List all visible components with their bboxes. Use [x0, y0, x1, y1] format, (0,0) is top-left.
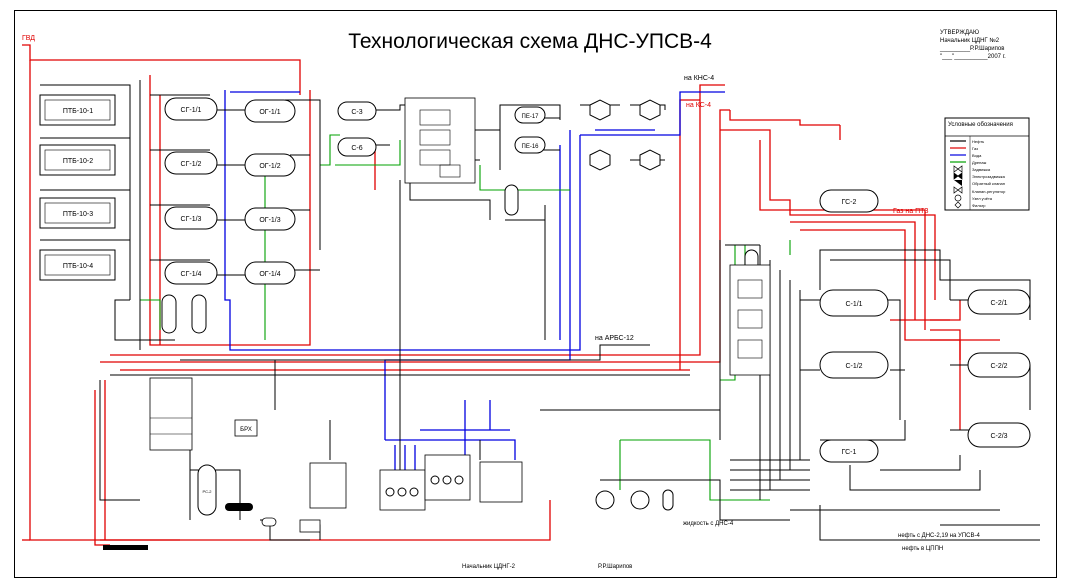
flow-to-kc: на КС-4 [686, 102, 711, 109]
inlet-label: ГВД [22, 35, 35, 42]
legend-item-control-valve: Клапан-регулятор [972, 189, 1006, 194]
svg-text:ПЕ-16: ПЕ-16 [522, 144, 540, 150]
separator-sg-1-2[interactable]: СГ-1/2 [164, 151, 218, 175]
svg-text:С-2/1: С-2/1 [990, 300, 1007, 307]
svg-text:С-2/2: С-2/2 [990, 363, 1007, 370]
heater-ptb-2[interactable]: ПТБ-10-2 [39, 144, 116, 176]
separator-sg-1-4[interactable]: СГ-1/4 [164, 261, 218, 285]
separator-og-group: ОГ-1/1 ОГ-1/2 ОГ-1/3 ОГ-1/4 [244, 99, 296, 285]
page-title: Технологическая схема ДНС-УПСВ-4 [348, 30, 712, 53]
vertical-vessels [161, 184, 759, 334]
brx-label: БРХ [240, 427, 252, 433]
gate-valve-icon [953, 165, 963, 173]
tank-pe-17[interactable]: ПЕ-17 [514, 106, 546, 124]
separator-c-1-2[interactable]: С-1/2 [819, 351, 889, 379]
legend-item-meter: Узел учёта [972, 196, 993, 201]
flow-oil-dns: нефть с ДНС-2,19 на УПСВ-4 [898, 533, 981, 539]
svg-text:ОГ-1/3: ОГ-1/3 [259, 217, 280, 224]
pump-cluster [589, 99, 661, 171]
svg-text:РС-2: РС-2 [202, 489, 212, 494]
legend-item-valve: Задвижка [972, 167, 991, 172]
approval-line-4: "___"__________2007 г. [940, 54, 1006, 60]
flow-to-knc: на КНС-4 [684, 75, 714, 82]
flow-gas-ptz: Газ на ПТЗ [893, 208, 929, 215]
gas-separator-gs-2[interactable]: ГС-2 [819, 189, 879, 213]
drain-tank [225, 503, 253, 511]
small-tank [261, 517, 277, 527]
legend-item-filter: Фильтр [972, 203, 986, 208]
heater-ptb-1[interactable]: ПТБ-10-1 [39, 94, 116, 126]
footer-name: Р.Р.Шарипов [598, 564, 632, 570]
heater-ptb-3[interactable]: ПТБ-10-3 [39, 197, 116, 229]
separator-c-6[interactable]: С-6 [337, 137, 377, 157]
footer-position: Начальник ЦДНГ-2 [462, 564, 516, 570]
separator-c-1-1[interactable]: С-1/1 [819, 289, 889, 317]
svg-text:ОГ-1/2: ОГ-1/2 [259, 163, 280, 170]
flow-oil-cpn: нефть в ЦППН [902, 546, 943, 552]
lower-left-buildings [149, 377, 347, 533]
separator-og-1-3[interactable]: ОГ-1/3 [244, 207, 296, 231]
separator-sg-1-3[interactable]: СГ-1/3 [164, 206, 218, 230]
svg-text:ПЕ-17: ПЕ-17 [522, 114, 540, 120]
svg-text:СГ-1/2: СГ-1/2 [181, 161, 202, 168]
heater-ptb-4[interactable]: ПТБ-10-4 [39, 249, 116, 281]
svg-text:ПТБ-10-3: ПТБ-10-3 [63, 211, 93, 218]
approval-line-2: Начальник ЦДНГ №2 [940, 37, 1000, 44]
approval-line-3: _________Р.Р.Шарипов [939, 46, 1004, 52]
separator-sg-1-1[interactable]: СГ-1/1 [164, 97, 218, 121]
svg-text:С-6: С-6 [351, 145, 362, 152]
separator-og-1-1[interactable]: ОГ-1/1 [244, 99, 296, 123]
heater-group: ПТБ-10-1 ПТБ-10-2 ПТБ-10-3 ПТБ-10-4 [39, 94, 116, 281]
svg-text:ГС-2: ГС-2 [842, 199, 857, 206]
filter-icon [954, 201, 962, 209]
separator-c-2-1[interactable]: С-2/1 [967, 289, 1031, 315]
electric-valve-icon [953, 172, 963, 180]
legend-item-water: Вода [972, 153, 982, 158]
separator-sg-group: СГ-1/1 СГ-1/2 СГ-1/3 СГ-1/4 [164, 97, 218, 285]
svg-text:ПТБ-10-2: ПТБ-10-2 [63, 158, 93, 165]
separator-c-3[interactable]: С-3 [337, 101, 377, 121]
separator-c-2-3[interactable]: С-2/3 [967, 422, 1031, 448]
legend: Условные обозначения Нефть Газ Вода Дрен… [944, 117, 1030, 211]
separator-og-1-4[interactable]: ОГ-1/4 [244, 261, 296, 285]
gas-separator-gs-1[interactable]: ГС-1 [819, 439, 879, 463]
flow-to-arbc: на АРБС-12 [595, 335, 634, 342]
meter-icon [954, 194, 962, 202]
svg-text:ОГ-1/4: ОГ-1/4 [259, 271, 280, 278]
separator-og-1-2[interactable]: ОГ-1/2 [244, 153, 296, 177]
svg-text:ГС-1: ГС-1 [842, 449, 857, 456]
approval-line-1: УТВЕРЖДАЮ [940, 30, 979, 36]
svg-text:ОГ-1/1: ОГ-1/1 [259, 109, 280, 116]
pump-block-unit [404, 97, 476, 184]
svg-text:СГ-1/3: СГ-1/3 [181, 216, 202, 223]
svg-text:ПТБ-10-1: ПТБ-10-1 [63, 108, 93, 115]
svg-text:С-1/2: С-1/2 [845, 363, 862, 370]
legend-item-oil: Нефть [972, 139, 984, 144]
separator-rs-2[interactable]: РС-2 [197, 464, 217, 516]
legend-item-check-valve: Обратный клапан [972, 181, 1005, 186]
legend-item-drain: Дренаж [972, 160, 987, 165]
pump-stations-bottom [103, 454, 674, 550]
flow-liquid-dns: жидкость с ДНС-4 [683, 521, 734, 527]
control-valve-icon [953, 186, 963, 194]
legend-heading: Условные обозначения [948, 122, 1013, 128]
svg-text:С-2/3: С-2/3 [990, 433, 1007, 440]
svg-text:С-3: С-3 [351, 109, 362, 116]
svg-text:СГ-1/1: СГ-1/1 [181, 107, 202, 114]
legend-item-gas: Газ [972, 146, 978, 151]
drawing-frame [14, 10, 1057, 578]
tank-pe-16[interactable]: ПЕ-16 [514, 136, 546, 154]
svg-text:С-1/1: С-1/1 [845, 301, 862, 308]
separator-c-2-2[interactable]: С-2/2 [967, 352, 1031, 378]
legend-item-electric-valve: Электрозадвижка [972, 174, 1006, 179]
svg-text:ПТБ-10-4: ПТБ-10-4 [63, 263, 93, 270]
svg-text:СГ-1/4: СГ-1/4 [181, 271, 202, 278]
settling-block [729, 264, 771, 376]
pipe-network [22, 44, 1040, 546]
check-valve-icon [954, 180, 962, 186]
